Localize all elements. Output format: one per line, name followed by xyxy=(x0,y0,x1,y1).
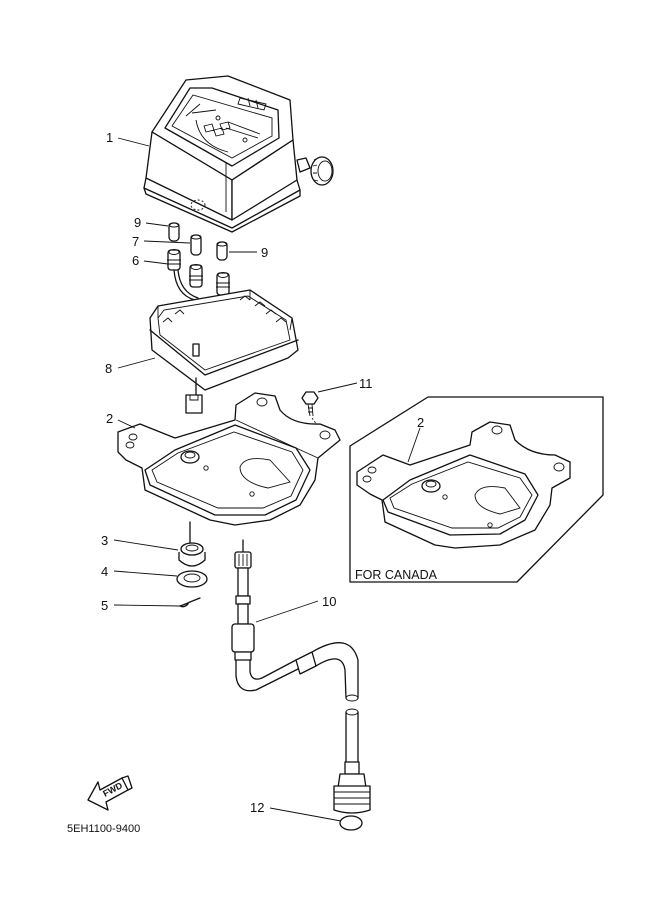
meter-bracket xyxy=(117,392,341,546)
label-9-left: 9 xyxy=(134,215,141,230)
grommet xyxy=(178,542,206,567)
bulb-9-right xyxy=(216,241,228,261)
leader-lines xyxy=(113,137,421,822)
label-12: 12 xyxy=(250,800,264,815)
label-2-canada: 2 xyxy=(417,415,424,430)
meter-case xyxy=(149,289,299,414)
label-2: 2 xyxy=(106,411,113,426)
label-5: 5 xyxy=(101,598,108,613)
label-7: 7 xyxy=(132,234,139,249)
label-8: 8 xyxy=(105,361,112,376)
clip xyxy=(179,597,201,608)
bulb-9-left xyxy=(168,222,180,242)
label-11: 11 xyxy=(359,376,373,391)
label-6: 6 xyxy=(132,253,139,268)
reference-labels: 1 9 7 9 6 8 11 2 2 3 4 5 10 12 xyxy=(101,130,424,815)
fwd-arrow-icon: FWD xyxy=(87,775,133,811)
inset-caption: FOR CANADA xyxy=(355,568,438,582)
o-ring xyxy=(339,815,363,831)
inset-for-canada: FOR CANADA xyxy=(349,396,604,583)
diagram-code: 5EH1100-9400 xyxy=(67,823,140,835)
label-10: 10 xyxy=(322,594,336,609)
washer xyxy=(176,570,208,588)
label-3: 3 xyxy=(101,533,108,548)
label-9-right: 9 xyxy=(261,245,268,260)
bulb-7 xyxy=(190,234,202,256)
speedometer-cable xyxy=(231,539,371,814)
label-4: 4 xyxy=(101,564,108,579)
speedometer-assembly xyxy=(143,75,334,233)
label-1: 1 xyxy=(106,130,113,145)
